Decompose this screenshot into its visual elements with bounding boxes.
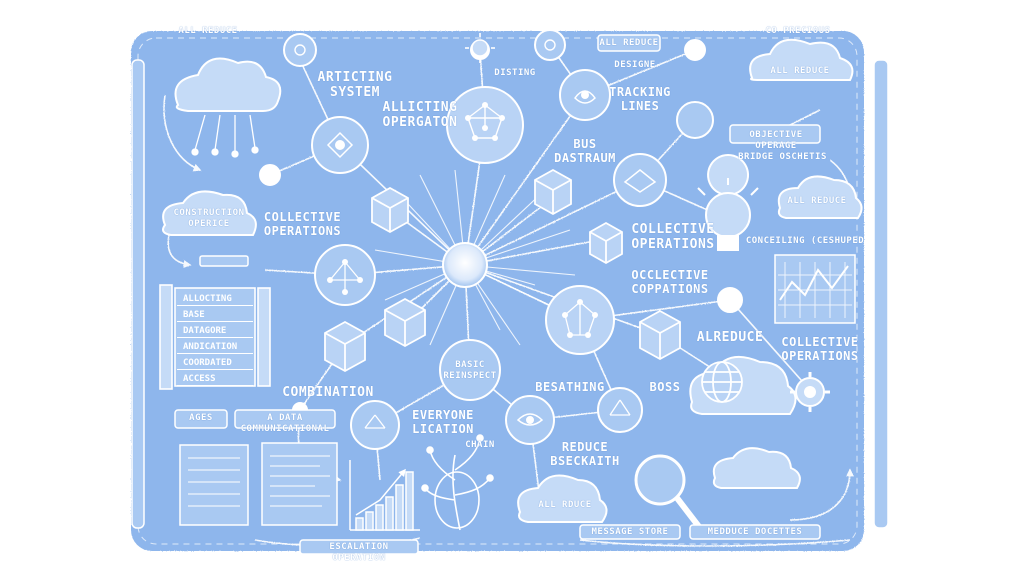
node-tracking — [559, 69, 611, 121]
gear-icon — [790, 372, 830, 412]
bar-chart-bottom — [349, 460, 420, 531]
cube-3 — [589, 221, 623, 265]
clouds — [162, 38, 863, 523]
central-hub-node — [442, 242, 488, 288]
list-item: ANDICATION — [177, 340, 253, 354]
label-everyone-location: EVERYONE LICATION — [412, 408, 474, 436]
label-collective-ops-center: COLLECTIVE OPERATIONS — [631, 222, 715, 252]
label-collective-ops-left: COLLECTIVE OPERATIONS — [263, 210, 342, 238]
right-rail — [873, 59, 889, 529]
node-allicting-operation — [311, 116, 369, 174]
label-escalation-operation: ESCALATION OPERATION — [329, 542, 389, 563]
node-top-small-2 — [534, 29, 566, 61]
label-tracking-lines: TRACKING LINES — [609, 85, 671, 113]
cube-6 — [639, 309, 681, 361]
node-top-small-1 — [283, 33, 317, 67]
label-cloud-right: ALL REDUCE — [787, 196, 847, 206]
list-item: ACCESS — [177, 372, 253, 386]
cube-2 — [534, 168, 572, 216]
node-left-mesh — [314, 244, 376, 306]
list-item: ALLOCTING — [177, 292, 253, 306]
list-item: DATAGORE — [177, 324, 253, 338]
label-bottom-small: CHAIN — [465, 440, 495, 450]
cloud-left — [162, 190, 257, 236]
label-occlective-coppations: OCCLECTIVE COPPATIONS — [631, 268, 709, 296]
cloud-top-left — [174, 57, 282, 112]
label-combination: COMBINATION — [282, 385, 374, 400]
label-artisting-system: ARTICTING SYSTEM — [317, 70, 393, 100]
lightbulb-icon — [697, 154, 759, 251]
doc-panels — [179, 442, 338, 526]
label-basic-reinspect: BASIC REINSPECT — [443, 360, 497, 381]
network-nodes — [259, 29, 743, 450]
label-boss: BOSS — [649, 380, 681, 394]
label-ages: AGES — [189, 413, 213, 423]
label-bus-dastraum: BUS DASTRAUM — [554, 137, 616, 165]
branch-sketch — [421, 434, 494, 531]
label-distinc: DISTING — [494, 68, 536, 78]
label-tiny-top-right-2: BRIDGE OSCHETIS — [738, 152, 827, 162]
node-center-right-mesh — [545, 285, 615, 355]
node-reduce — [505, 395, 555, 445]
node-everyone-location — [350, 400, 400, 450]
label-conceiling: CONCEILING (CESHUPED — [745, 236, 865, 246]
globe-icon — [701, 361, 743, 403]
label-message-store: MESSAGE STORE — [591, 527, 669, 537]
node-top-network — [446, 86, 524, 164]
cloud-drip-lines — [191, 114, 259, 158]
node-bus-dastraum — [613, 153, 667, 207]
node-tiny-2 — [684, 39, 706, 61]
label-design: DESIGNE — [614, 60, 656, 70]
label-cloud-top-right: ALL REDUCE — [770, 66, 830, 76]
node-tiny-6 — [717, 287, 743, 313]
cube-1 — [371, 186, 409, 234]
label-top-pill: ALL REDUCE — [599, 38, 659, 48]
sun-icon — [465, 33, 495, 63]
cloud-bottom-center — [517, 474, 608, 523]
node-boss — [597, 387, 643, 433]
label-berthing: BESATHING — [535, 380, 605, 394]
label-allreduce-right: ALREDUCE — [696, 330, 764, 345]
label-allicting-operation: ALLICTING OPERGATON — [382, 100, 458, 130]
cube-4 — [324, 320, 366, 373]
cloud-right — [777, 175, 863, 219]
node-tiny-3 — [676, 101, 714, 139]
left-rail — [131, 59, 145, 529]
cloud-bottom-right — [712, 447, 801, 489]
chart-panel-right — [774, 254, 856, 324]
node-tiny-4 — [259, 164, 281, 186]
label-cloud-left: CONSTRUCTION OPERICE — [173, 208, 245, 229]
label-a-data-communication: A DATA COMMUNICATIONAL — [240, 413, 330, 434]
list-item: BASE — [177, 308, 253, 322]
label-all-rduce-cloud: ALL RDUCE — [538, 500, 592, 510]
cube-5 — [384, 297, 426, 348]
label-collective-ops-right: COLLECTIVE OPERATIONS — [781, 335, 859, 363]
label-medduce-docettes: MEDDUCE DOCETTES — [707, 527, 803, 537]
cube-nodes — [324, 168, 681, 373]
magnifier-icon — [634, 454, 703, 530]
node-basic-reinspect — [439, 339, 501, 401]
label-top-left: ALL REDUCE — [178, 26, 238, 36]
cloud-top-right — [749, 38, 854, 81]
list-item: COORDATED — [177, 356, 253, 370]
label-tiny-top-right-1: OBJECTIVE OPERAGE — [749, 130, 803, 151]
label-top-right: CO PRECIOUS — [765, 26, 831, 36]
label-reduce-bsckaith: REDUCE BSECKAITH — [550, 440, 620, 468]
label-pills — [174, 34, 821, 555]
